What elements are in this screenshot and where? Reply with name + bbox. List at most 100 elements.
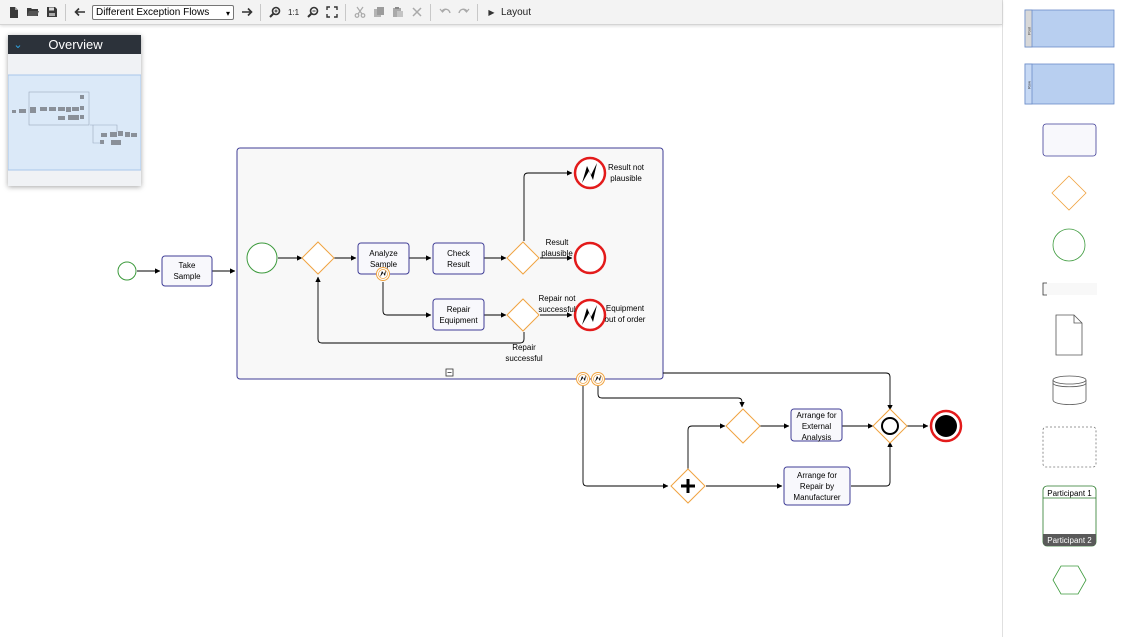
fit-content-button[interactable] — [322, 3, 341, 22]
label-result-not-plausible: Result not — [608, 163, 645, 172]
zoom-reset-button[interactable]: 1:1 — [284, 3, 303, 22]
task-label: Analysis — [802, 433, 832, 442]
parallel-gateway[interactable] — [671, 469, 705, 503]
edge — [583, 386, 668, 486]
task-repair-equipment[interactable]: Repair Equipment — [433, 299, 484, 330]
task-check-result[interactable]: Check Result — [433, 243, 484, 274]
palette-participant-1: Participant 1 — [1047, 489, 1092, 498]
task-label: External — [802, 422, 832, 431]
task-label: Equipment — [439, 316, 478, 325]
undo-button[interactable] — [435, 3, 454, 22]
boundary-error-event[interactable] — [577, 373, 590, 386]
task-arrange-repair-manufacturer[interactable]: Arrange for Repair by Manufacturer — [784, 467, 850, 505]
palette-pool[interactable]: Pool — [1025, 10, 1114, 47]
previous-example-button[interactable] — [70, 3, 89, 22]
palette-data-store[interactable] — [1053, 376, 1086, 405]
task-label: Repair — [447, 305, 471, 314]
palette-annotation[interactable] — [1043, 283, 1097, 295]
minimap-graphic — [8, 54, 141, 186]
arrow-left-icon — [74, 7, 86, 17]
next-example-button[interactable] — [237, 3, 256, 22]
edge — [598, 386, 742, 407]
layout-play-icon: ▶ — [482, 3, 501, 22]
task-take-sample[interactable]: Take Sample — [162, 256, 212, 286]
zoom-out-button[interactable] — [303, 3, 322, 22]
label-repair-successful: Repair — [512, 343, 536, 352]
new-document-button[interactable] — [4, 3, 23, 22]
task-label: Result — [447, 260, 470, 269]
palette-shapes: Pool Row — [1003, 0, 1132, 637]
toolbar-divider — [260, 4, 261, 21]
task-label: Check — [447, 249, 471, 258]
zoom-out-icon — [307, 6, 319, 18]
palette-conversation[interactable] — [1053, 566, 1086, 594]
open-button[interactable] — [23, 3, 42, 22]
overview-title: Overview — [28, 37, 141, 52]
label-equipment-out-of-order: out of order — [605, 315, 646, 324]
zoom-in-icon — [269, 6, 281, 18]
palette-row[interactable]: Row — [1025, 64, 1114, 104]
delete-button[interactable] — [407, 3, 426, 22]
palette-gateway[interactable] — [1052, 176, 1086, 210]
task-arrange-external-analysis[interactable]: Arrange for External Analysis — [791, 409, 842, 442]
error-end-event-result-not-plausible[interactable] — [575, 158, 605, 188]
task-label: Arrange for — [797, 471, 837, 480]
collapse-icon[interactable] — [446, 369, 453, 376]
layout-button[interactable]: Layout — [501, 7, 531, 18]
diagram-canvas[interactable]: Take Sample Analyze Sample Check Result … — [0, 25, 1002, 637]
new-document-icon — [8, 6, 20, 19]
end-event-result-plausible[interactable] — [575, 243, 605, 273]
cut-button[interactable] — [350, 3, 369, 22]
zoom-in-button[interactable] — [265, 3, 284, 22]
arrow-right-icon — [241, 7, 253, 17]
label-repair-not-successful: successful — [538, 305, 576, 314]
paste-icon — [392, 6, 404, 18]
palette-choreography[interactable]: Participant 1 Participant 2 — [1043, 486, 1096, 546]
paste-button[interactable] — [388, 3, 407, 22]
toolbar-divider — [430, 4, 431, 21]
toolbar-divider — [345, 4, 346, 21]
scissors-icon — [354, 6, 366, 18]
edge — [688, 426, 725, 469]
exclusive-gateway[interactable] — [726, 409, 760, 443]
shape-palette: Pool Row — [1002, 0, 1132, 637]
copy-button[interactable] — [369, 3, 388, 22]
toolbar: Different Exception Flows ▾ 1:1 — [0, 0, 1002, 25]
label-result-plausible: plausible — [541, 249, 573, 258]
palette-pool-label: Pool — [1027, 27, 1032, 35]
start-event[interactable] — [118, 262, 136, 280]
toolbar-divider — [65, 4, 66, 21]
chevron-down-icon: ▾ — [226, 7, 230, 20]
example-select-value: Different Exception Flows — [96, 7, 209, 18]
task-label: Arrange for — [796, 411, 836, 420]
example-select[interactable]: Different Exception Flows ▾ — [92, 5, 234, 20]
merge-gateway[interactable] — [873, 409, 907, 443]
save-button[interactable] — [42, 3, 61, 22]
redo-button[interactable] — [454, 3, 473, 22]
palette-row-label: Row — [1027, 81, 1032, 89]
task-label: Sample — [173, 272, 201, 281]
overview-minimap[interactable] — [8, 54, 141, 186]
undo-icon — [439, 7, 451, 17]
subprocess-start-event[interactable] — [247, 243, 277, 273]
save-icon — [46, 6, 58, 18]
error-end-event-equipment-out-of-order[interactable] — [575, 300, 605, 330]
edge — [663, 373, 890, 410]
palette-task[interactable] — [1043, 124, 1096, 156]
boundary-error-event[interactable] — [377, 268, 390, 281]
palette-data-object[interactable] — [1056, 315, 1082, 355]
overview-header[interactable]: ⌄ Overview — [8, 35, 141, 54]
fit-screen-icon — [326, 6, 338, 18]
terminate-end-event[interactable] — [931, 411, 961, 441]
task-label: Repair by — [800, 482, 834, 491]
label-repair-successful: successful — [505, 354, 543, 363]
palette-event[interactable] — [1053, 229, 1085, 261]
copy-icon — [373, 6, 385, 18]
palette-participant-2: Participant 2 — [1047, 536, 1092, 545]
palette-group[interactable] — [1043, 427, 1096, 467]
chevron-down-icon[interactable]: ⌄ — [8, 38, 28, 51]
task-label: Manufacturer — [793, 493, 840, 502]
toolbar-divider — [477, 4, 478, 21]
boundary-error-event[interactable] — [592, 373, 605, 386]
